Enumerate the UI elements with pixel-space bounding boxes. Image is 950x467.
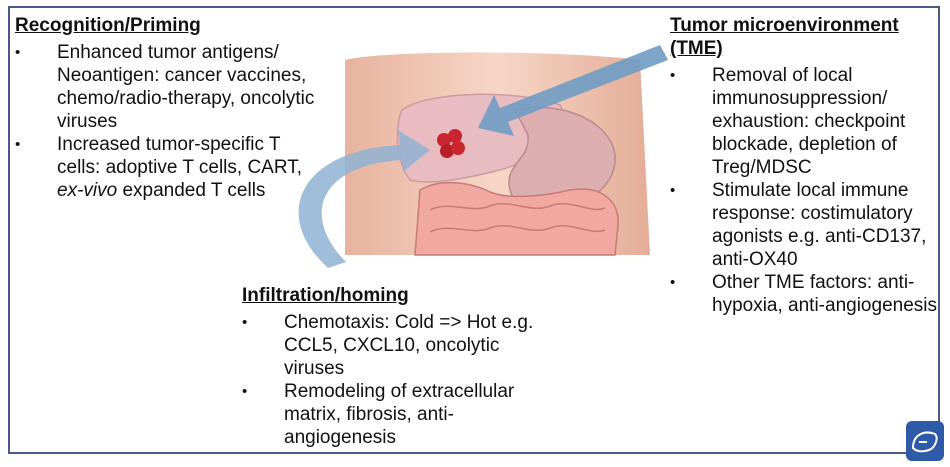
tme-title: Tumor microenvironment (TME) <box>670 14 942 60</box>
list-item: Enhanced tumor antigens/ Neoantigen: can… <box>15 41 315 133</box>
list-item: Increased tumor-specific T cells: adopti… <box>15 133 315 202</box>
infiltration-title: Infiltration/homing <box>242 284 542 307</box>
tme-list: Removal of local immunosuppression/ exha… <box>670 64 942 317</box>
list-item: Other TME factors: anti-hypoxia, anti-an… <box>670 271 942 317</box>
list-item: Chemotaxis: Cold => Hot e.g. CCL5, CXCL1… <box>242 311 542 380</box>
recognition-list: Enhanced tumor antigens/ Neoantigen: can… <box>15 41 315 202</box>
tme-section: Tumor microenvironment (TME) Removal of … <box>670 14 942 317</box>
list-item: Remodeling of extracellular matrix, fibr… <box>242 380 542 449</box>
list-item: Removal of local immunosuppression/ exha… <box>670 64 942 179</box>
infiltration-section: Infiltration/homing Chemotaxis: Cold => … <box>242 284 542 449</box>
liver-note-icon <box>905 420 945 462</box>
recognition-title: Recognition/Priming <box>15 14 315 37</box>
list-item-text: expanded T cells <box>117 180 265 201</box>
list-item: Stimulate local immune response: costimu… <box>670 179 942 271</box>
infiltration-list: Chemotaxis: Cold => Hot e.g. CCL5, CXCL1… <box>242 311 542 449</box>
recognition-section: Recognition/Priming Enhanced tumor antig… <box>15 14 315 202</box>
list-item-text: Enhanced tumor antigens/ Neoantigen: can… <box>57 42 314 132</box>
list-item-text: Increased tumor-specific T cells: adopti… <box>57 134 302 178</box>
list-item-emphasis: ex-vivo <box>57 180 117 201</box>
